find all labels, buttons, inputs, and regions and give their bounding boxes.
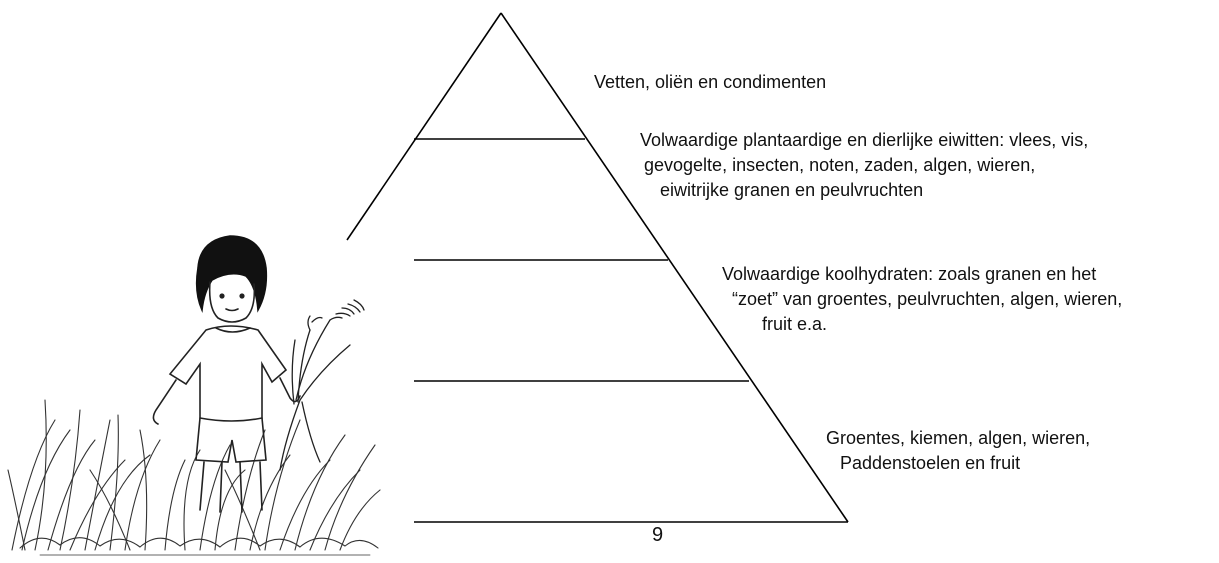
label-line: Paddenstoelen en fruit bbox=[840, 451, 1090, 476]
label-line: Groentes, kiemen, algen, wieren, bbox=[826, 426, 1090, 451]
pyramid-level-carbs-label: Volwaardige koolhydraten: zoals granen e… bbox=[722, 262, 1122, 337]
grain-bundle bbox=[280, 300, 364, 470]
pyramid-level-proteins-label: Volwaardige plantaardige en dierlijke ei… bbox=[640, 128, 1200, 203]
label-line: fruit e.a. bbox=[762, 312, 1122, 337]
label-line: Volwaardige plantaardige en dierlijke ei… bbox=[640, 128, 1200, 153]
label-line: “zoet” van groentes, peulvruchten, algen… bbox=[732, 287, 1122, 312]
label-line: Volwaardige koolhydraten: zoals granen e… bbox=[722, 262, 1122, 287]
child-face bbox=[210, 282, 255, 322]
page-number: 9 bbox=[652, 524, 663, 547]
pyramid-left-edge bbox=[347, 13, 501, 240]
label-line: eiwitrijke granen en peulvruchten bbox=[640, 178, 1200, 203]
label-line: Vetten, oliën en condimenten bbox=[594, 70, 826, 95]
grass bbox=[8, 400, 380, 555]
child-shirt bbox=[170, 326, 286, 421]
label-line: gevogelte, insecten, noten, zaden, algen… bbox=[640, 153, 1200, 178]
pyramid-level-vegetables-label: Groentes, kiemen, algen, wieren, Paddens… bbox=[826, 426, 1090, 476]
child-hair bbox=[197, 236, 267, 310]
child-in-grass-illustration bbox=[8, 236, 380, 555]
pyramid-level-top-label: Vetten, oliën en condimenten bbox=[594, 70, 826, 95]
